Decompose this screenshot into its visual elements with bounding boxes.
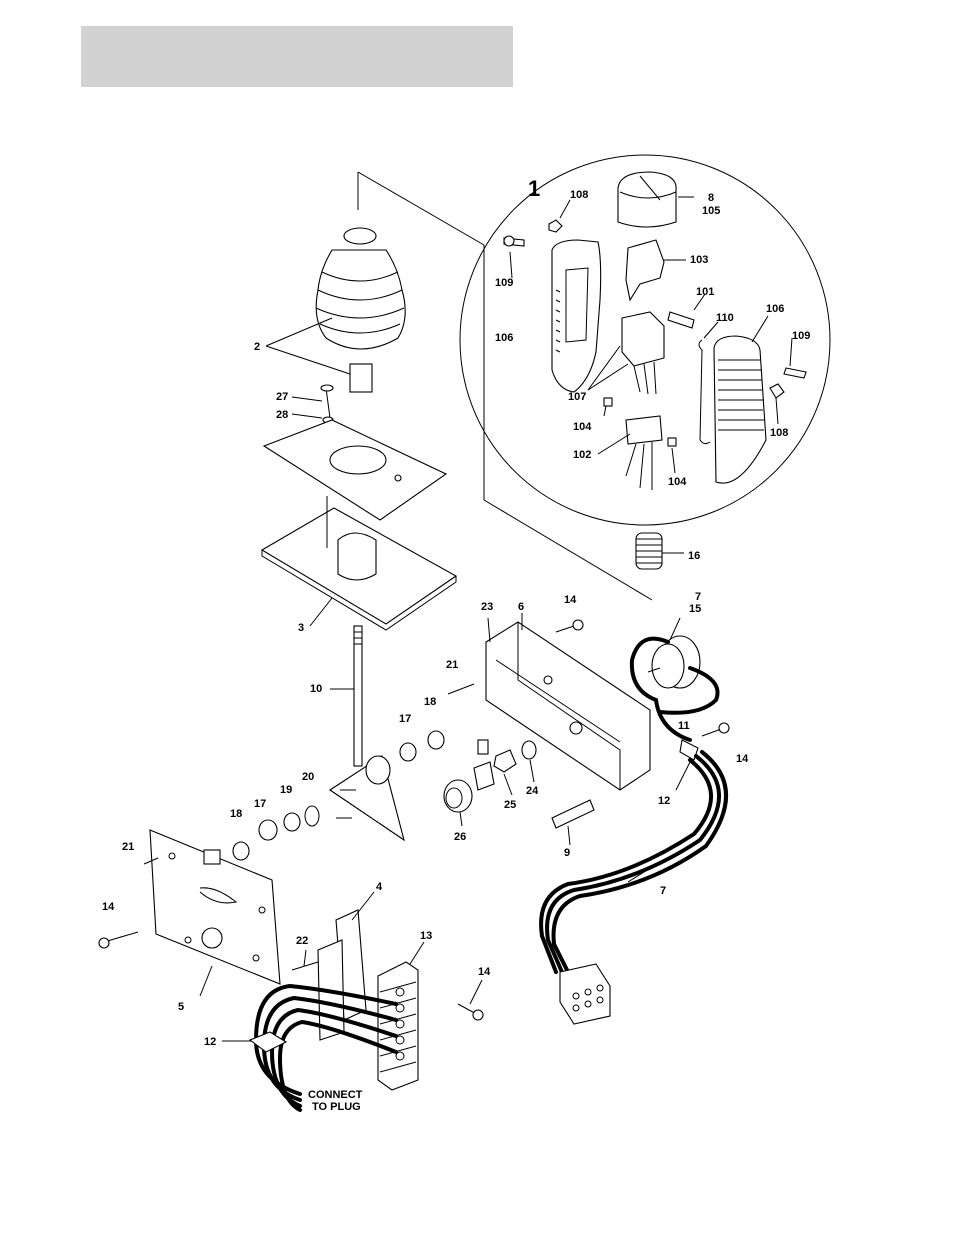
detail-small-parts (504, 220, 806, 490)
screw-washer-27-28 (321, 385, 333, 423)
label-102: 102 (573, 449, 591, 461)
label-16: 16 (688, 550, 700, 562)
label-23: 23 (481, 601, 493, 613)
side-plate-5 (144, 830, 280, 984)
label-24: 24 (526, 785, 539, 797)
trigger-103 (626, 240, 664, 300)
screw-109-right (784, 368, 806, 378)
label-10: 10 (310, 683, 322, 695)
detail-leader-top (358, 172, 484, 245)
label-109-right: 109 (792, 330, 810, 342)
label-21-upper: 21 (446, 659, 458, 671)
label-106-right: 106 (766, 303, 784, 315)
connect-note-line2: TO PLUG (312, 1101, 361, 1113)
label-104-left: 104 (573, 421, 592, 433)
label-21-lower: 21 (122, 841, 134, 853)
label-14-lower: 14 (478, 966, 491, 978)
terminal-block-13 (378, 962, 418, 1090)
gear-hardware-24-25-26 (444, 740, 536, 812)
label-6: 6 (518, 601, 524, 613)
label-14-left: 14 (102, 901, 115, 913)
label-28: 28 (276, 409, 288, 421)
connect-note-line1: CONNECT (308, 1089, 363, 1101)
label-14-upper: 14 (564, 594, 577, 606)
label-9: 9 (564, 847, 570, 859)
nut-108-top (549, 220, 562, 232)
label-20: 20 (302, 771, 314, 783)
label-5: 5 (178, 1001, 184, 1013)
setscrew-104-a (604, 398, 612, 406)
label-12-upper: 12 (658, 795, 670, 807)
standoff-9 (552, 800, 594, 828)
label-15: 15 (689, 603, 701, 615)
label-11: 11 (678, 720, 690, 732)
setscrew-104-b (668, 438, 676, 446)
part-labels: 1 2 27 28 3 10 21 18 17 20 19 18 17 23 6… (102, 176, 810, 1113)
switch-107 (622, 312, 664, 366)
control-knob (618, 172, 676, 227)
label-26: 26 (454, 831, 466, 843)
label-103: 103 (690, 254, 708, 266)
detail-number: 1 (528, 176, 540, 201)
control-shaft-10 (354, 626, 362, 766)
label-105: 105 (702, 205, 720, 217)
pin-101 (668, 312, 694, 328)
label-2: 2 (254, 341, 260, 353)
label-19: 19 (280, 784, 292, 796)
plug-connector (560, 964, 610, 1024)
gimbal-base-3 (262, 496, 456, 630)
cover-plate (264, 420, 446, 520)
label-17-upper: 17 (399, 713, 411, 725)
grommet-102 (626, 416, 662, 444)
label-109-left: 109 (495, 277, 513, 289)
label-108-right: 108 (770, 427, 788, 439)
label-104-right: 104 (668, 476, 687, 488)
gear-sector (330, 756, 404, 840)
handle-shell-left (552, 240, 601, 392)
label-14-right: 14 (736, 753, 749, 765)
nut-108-right (770, 384, 784, 398)
label-108-top: 108 (570, 189, 588, 201)
label-101: 101 (696, 286, 714, 298)
cable-harness-7 (541, 752, 726, 1024)
label-106-left: 106 (495, 332, 513, 344)
label-7-lower: 7 (660, 885, 666, 897)
label-17-lower: 17 (254, 798, 266, 810)
label-13: 13 (420, 930, 432, 942)
label-107: 107 (568, 391, 586, 403)
label-8: 8 (708, 192, 714, 204)
spring-16 (636, 533, 684, 569)
label-25: 25 (504, 799, 516, 811)
spring-110 (699, 340, 710, 444)
label-3: 3 (298, 622, 304, 634)
leader-lines (200, 197, 792, 1041)
label-18-lower: 18 (230, 808, 242, 820)
label-110: 110 (716, 312, 734, 324)
label-27: 27 (276, 391, 288, 403)
label-4: 4 (376, 881, 383, 893)
label-22: 22 (296, 935, 308, 947)
label-18-upper: 18 (424, 696, 436, 708)
label-7-upper: 7 (695, 591, 701, 603)
bushing (350, 364, 372, 392)
label-12-lower: 12 (204, 1036, 216, 1048)
